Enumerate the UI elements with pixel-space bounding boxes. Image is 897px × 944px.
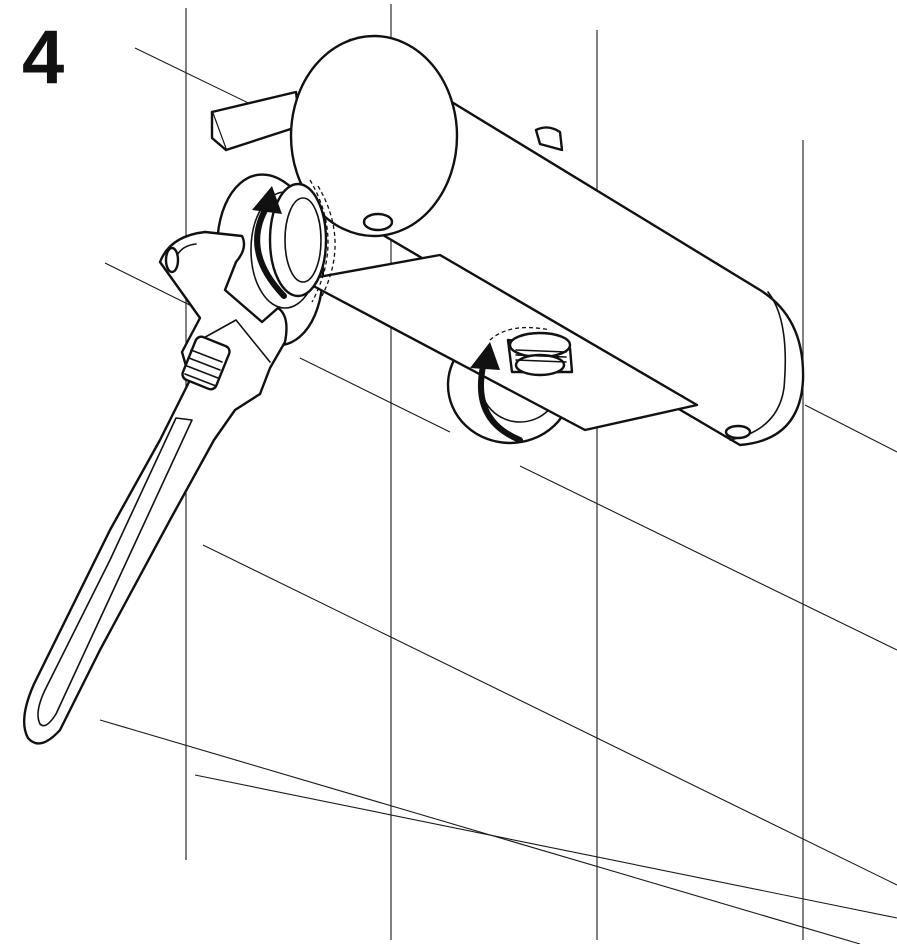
mixer-body bbox=[289, 34, 805, 447]
mixer-handle bbox=[210, 90, 564, 152]
left-rotation-arrow-icon bbox=[252, 186, 287, 299]
step-number: 4 bbox=[22, 15, 65, 100]
adjustable-wrench-icon bbox=[22, 230, 288, 745]
left-connection-nut bbox=[268, 179, 336, 303]
right-threaded-fitting bbox=[489, 326, 574, 377]
wall-tile-grid bbox=[99, 4, 897, 944]
right-rotation-arrow-icon bbox=[470, 342, 523, 443]
